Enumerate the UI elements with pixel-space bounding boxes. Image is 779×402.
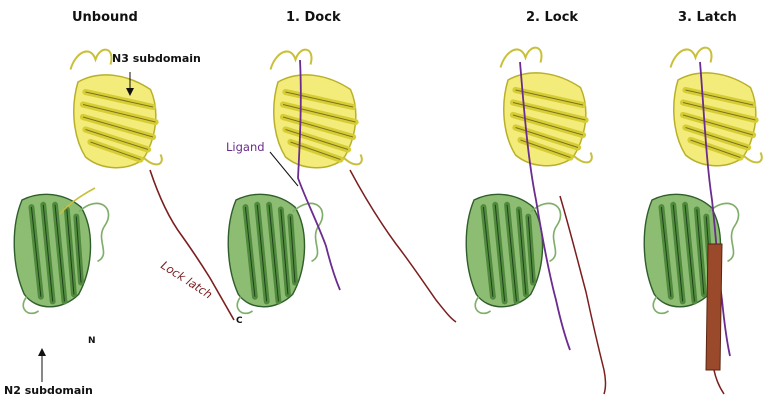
n3-subdomain-label: N3 subdomain	[112, 52, 201, 65]
latch-strand-lock	[560, 196, 606, 394]
n-terminus-label: N	[88, 336, 96, 346]
latch-beta-strand	[706, 244, 722, 370]
panel-title-dock: 1. Dock	[286, 10, 341, 25]
lock-latch-strand	[150, 170, 234, 320]
panel-dock	[228, 50, 456, 322]
panel-title-unbound: Unbound	[72, 10, 138, 25]
ligand-label: Ligand	[226, 140, 265, 154]
c-terminus-label: C	[236, 316, 243, 326]
panel-latch	[644, 48, 762, 394]
panel-unbound	[14, 50, 234, 382]
panel-lock	[466, 48, 605, 394]
n2-subdomain-label: N2 subdomain	[4, 384, 93, 397]
panel-title-latch: 3. Latch	[678, 10, 737, 25]
panel-title-lock: 2. Lock	[526, 10, 578, 25]
latch-strand-dock	[350, 170, 456, 322]
